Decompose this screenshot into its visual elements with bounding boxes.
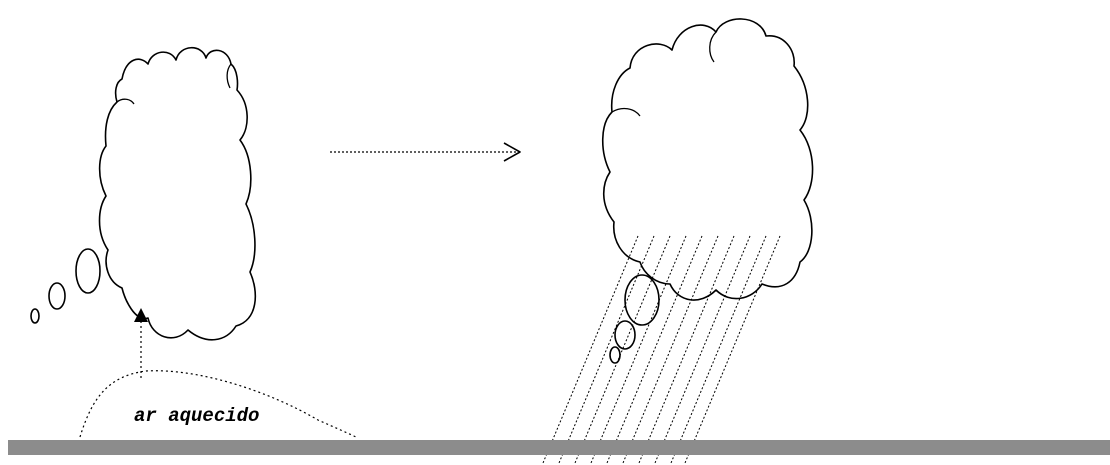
right-cloud-inner-line (710, 32, 716, 62)
left-bubble-large (76, 249, 100, 293)
rain-streak (591, 236, 686, 463)
right-cloud-inner-line (612, 109, 640, 116)
rain-streak (623, 236, 718, 463)
rain-streak (655, 236, 750, 463)
left-bubble-medium (49, 283, 65, 309)
rain-streak (639, 236, 734, 463)
ground-strip (8, 440, 1110, 455)
rain-streak (559, 236, 654, 463)
left-cloud-inner-line (117, 99, 134, 104)
left-bubble-small (31, 309, 39, 323)
left-cloud-inner-line (227, 64, 231, 88)
right-bubble-large (625, 275, 659, 325)
rain-streak (685, 236, 780, 463)
rain-streak (671, 236, 766, 463)
warm-air-label: ar aquecido (134, 405, 259, 427)
rain-streak (575, 236, 670, 463)
rain-streaks (543, 236, 780, 463)
left-cloud (100, 48, 256, 340)
right-cloud (603, 19, 813, 300)
right-bubble-small (610, 347, 620, 363)
rain-streak (607, 236, 702, 463)
